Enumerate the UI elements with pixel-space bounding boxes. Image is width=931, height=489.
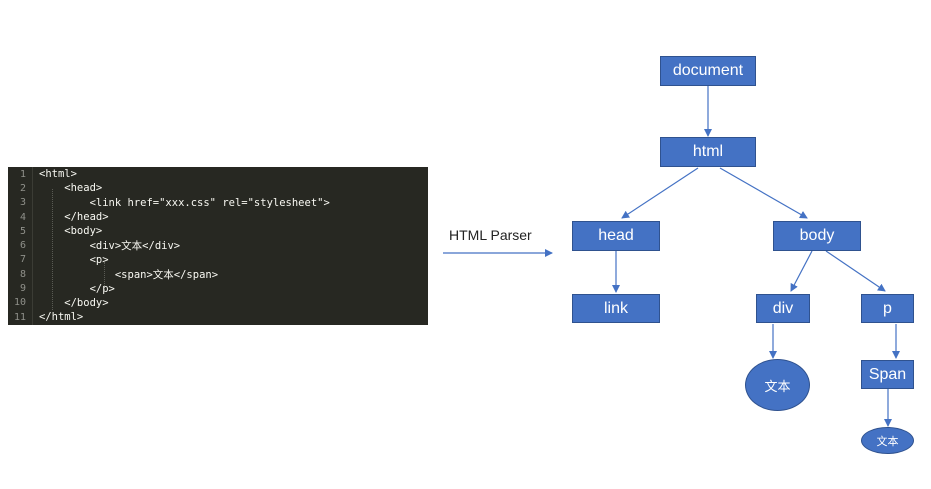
node-head: head — [572, 221, 660, 251]
parser-label: HTML Parser — [449, 227, 532, 243]
code-text: <body> — [39, 225, 103, 238]
node-link: link — [572, 294, 660, 323]
code-text: </body> — [39, 296, 109, 309]
node-div: div — [756, 294, 810, 323]
code-text: <div>文本</div> — [39, 240, 181, 253]
code-line: 7 <p> — [8, 253, 109, 267]
line-number: 1 — [19, 168, 26, 180]
code-line: 9 </p> — [8, 281, 115, 295]
node-document: document — [660, 56, 756, 86]
code-line: 4 </head> — [8, 210, 109, 224]
node-div-text: 文本 — [745, 359, 810, 411]
node-body: body — [773, 221, 861, 251]
indent-guide — [104, 262, 105, 290]
code-text: </head> — [39, 211, 109, 224]
line-number: 4 — [19, 211, 26, 223]
code-text: <html> — [39, 168, 77, 181]
line-number: 11 — [13, 311, 26, 323]
line-number: 8 — [19, 268, 26, 280]
node-span-text: 文本 — [861, 427, 914, 454]
line-number: 10 — [13, 297, 26, 309]
line-number: 2 — [19, 182, 26, 194]
code-text: </html> — [39, 311, 84, 324]
code-text: <head> — [39, 182, 103, 195]
code-text: <link href="xxx.css" rel="stylesheet"> — [39, 196, 330, 209]
node-html: html — [660, 137, 756, 167]
line-number: 5 — [19, 225, 26, 237]
line-number: 7 — [19, 254, 26, 266]
code-line: 5 <body> — [8, 224, 102, 238]
gutter-separator — [32, 167, 33, 325]
code-line: 3 <link href="xxx.css" rel="stylesheet"> — [8, 196, 330, 210]
code-text: <p> — [39, 253, 109, 266]
edge-body-p — [825, 250, 886, 292]
edge-html-head — [621, 167, 699, 219]
code-text: <span>文本</span> — [39, 268, 219, 281]
node-span: Span — [861, 360, 914, 389]
code-text: </p> — [39, 282, 115, 295]
code-line: 8 <span>文本</span> — [8, 267, 218, 281]
code-line: 1 <html> — [8, 167, 77, 181]
node-p: p — [861, 294, 914, 323]
line-number: 3 — [19, 197, 26, 209]
indent-guide — [52, 189, 53, 310]
code-line: 11 </html> — [8, 310, 83, 324]
code-line: 6 <div>文本</div> — [8, 239, 180, 253]
code-panel: 1 <html> 2 <head> 3 <link href="xxx.css"… — [8, 167, 428, 325]
line-number: 9 — [19, 283, 26, 295]
code-line: 10 </body> — [8, 296, 109, 310]
edge-html-body — [719, 167, 808, 219]
code-line: 2 <head> — [8, 181, 102, 195]
line-number: 6 — [19, 240, 26, 252]
edge-body-div — [790, 250, 813, 292]
